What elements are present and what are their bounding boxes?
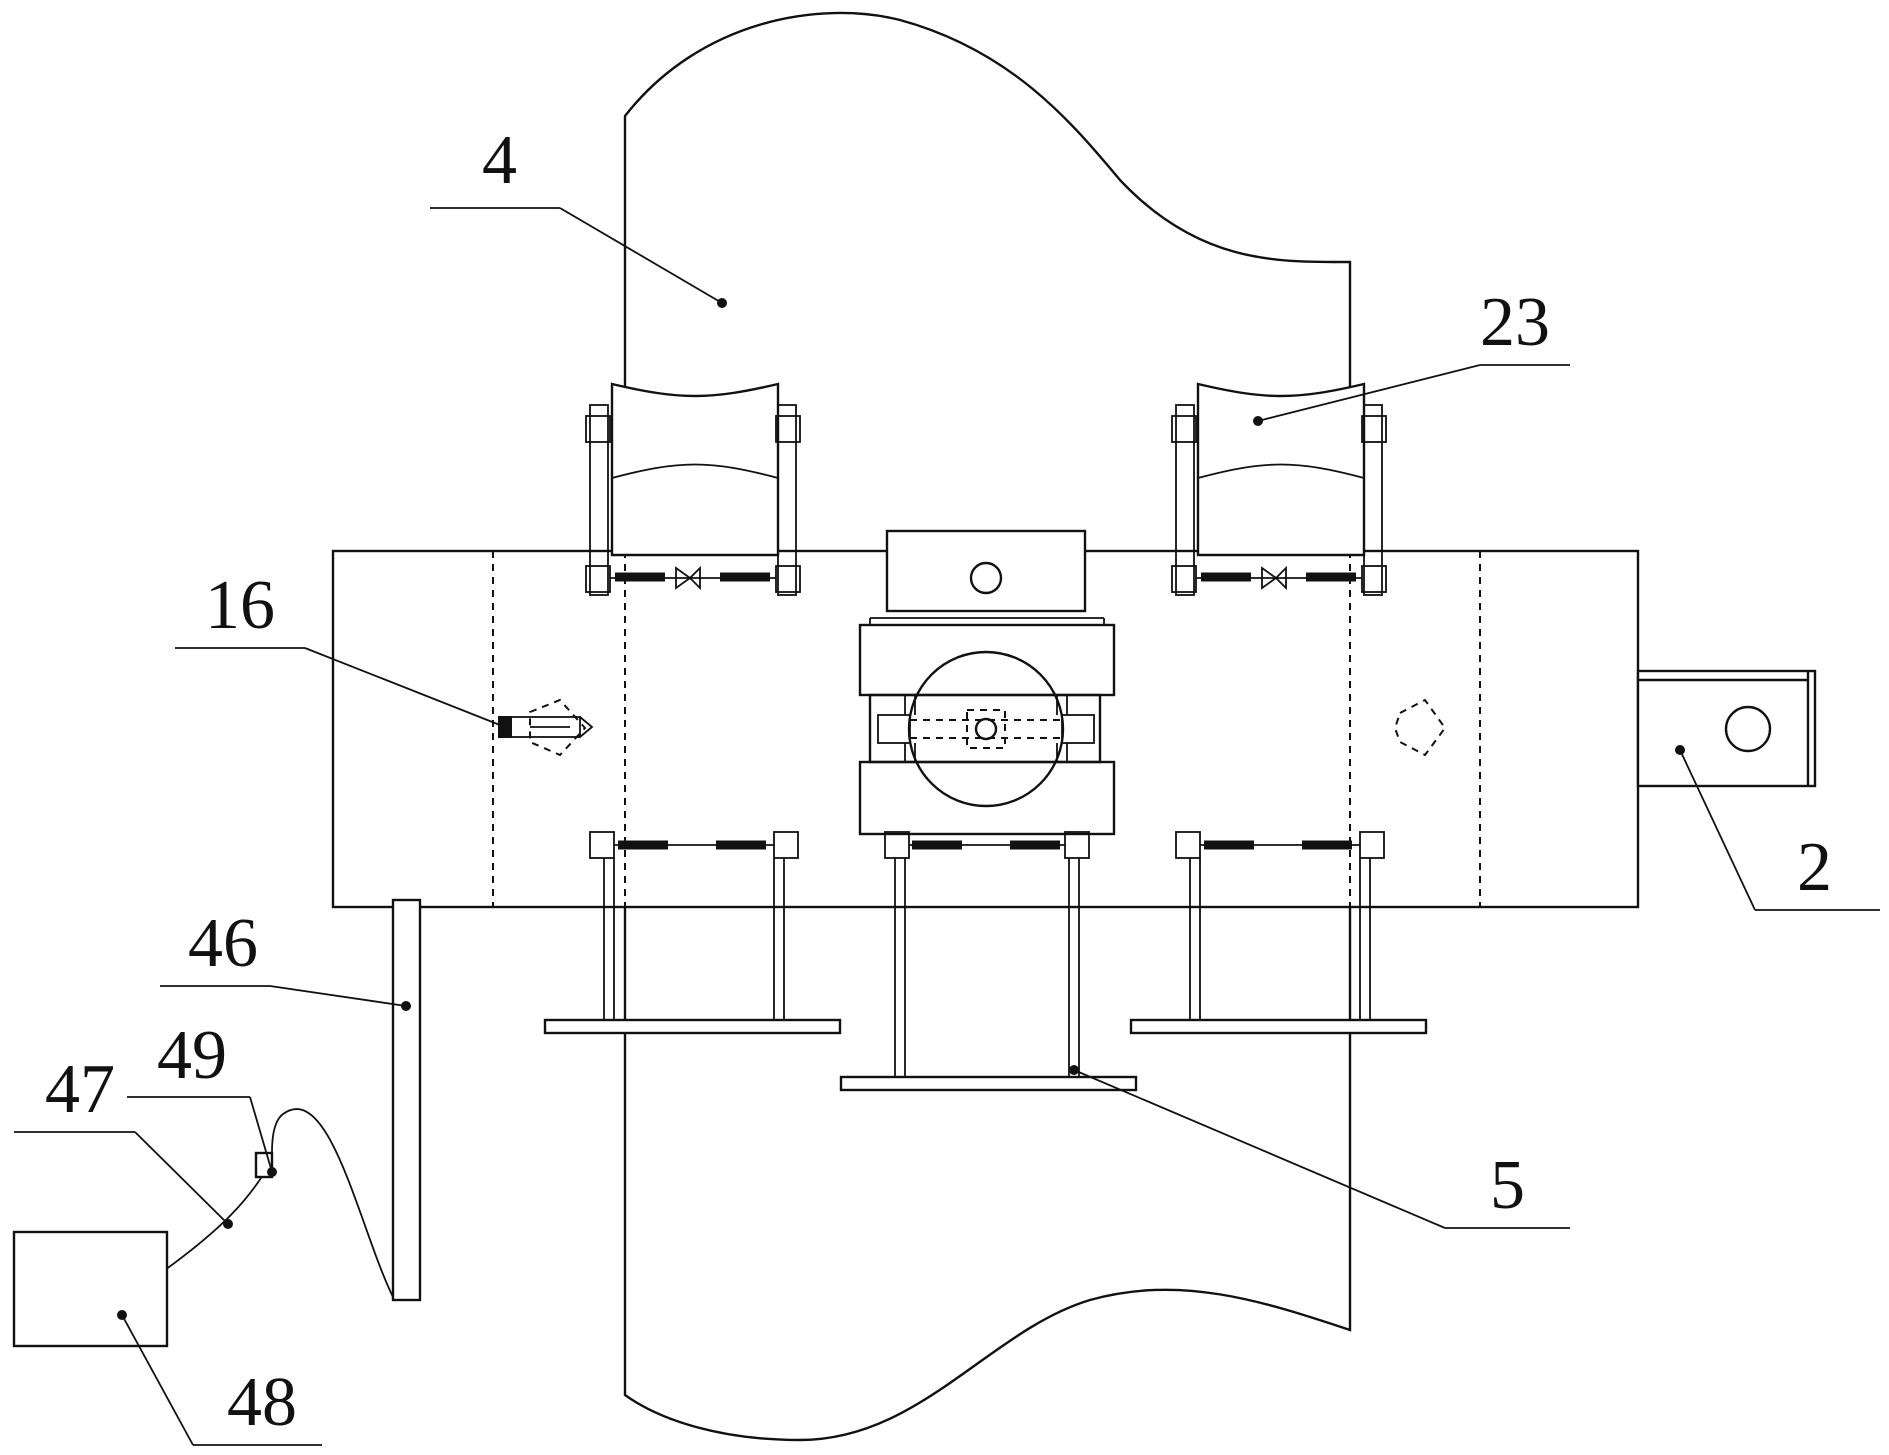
lower-leg-center [839, 831, 1138, 1092]
label-47: 47 [45, 1051, 115, 1128]
label-2: 2 [1797, 829, 1832, 906]
cable-47 [164, 1108, 394, 1298]
label-5: 5 [1490, 1147, 1525, 1224]
label-46: 46 [188, 905, 258, 982]
box-48 [12, 1230, 169, 1348]
lower-leg-right [1129, 831, 1428, 1035]
lower-leg-left [543, 831, 842, 1035]
label-23: 23 [1480, 284, 1550, 361]
center-clamp [858, 529, 1116, 836]
rod-46 [391, 898, 422, 1302]
label-16: 16 [205, 567, 275, 644]
upper-roller-left [585, 382, 801, 596]
label-4: 4 [482, 122, 517, 199]
label-48: 48 [227, 1364, 297, 1441]
bracket-2 [1636, 669, 1817, 788]
upper-roller-right [1171, 382, 1387, 596]
label-49: 49 [157, 1017, 227, 1094]
column-4 [623, 11, 1352, 1442]
leader-lines [14, 207, 1880, 1446]
